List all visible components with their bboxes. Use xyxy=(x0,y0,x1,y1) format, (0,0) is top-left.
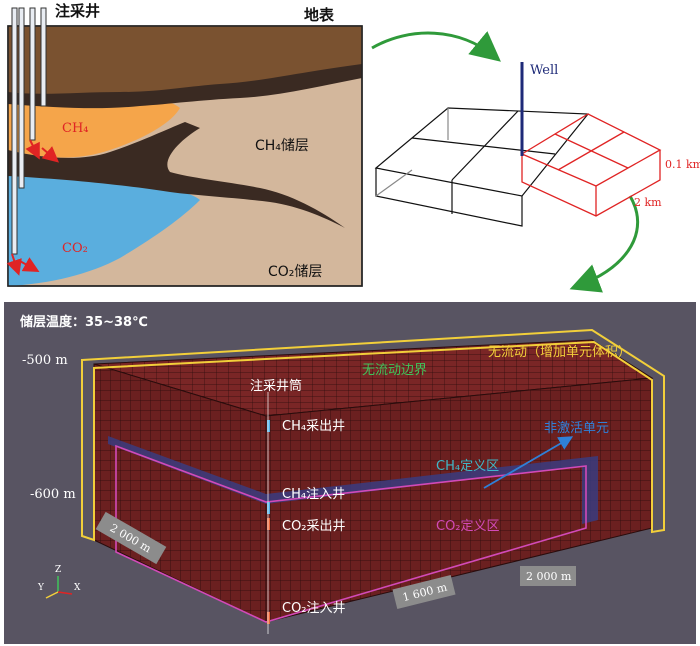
well-tube-2 xyxy=(18,7,25,189)
green-arrow-to-model xyxy=(569,195,640,293)
well-tube-3 xyxy=(29,7,36,141)
dim-left-box xyxy=(95,511,167,565)
panel-a-frame xyxy=(7,25,363,287)
panel-a-cross-section: 注采井 地表 CH₄ CO₂ CH₄储层 CO₂储层 xyxy=(6,2,363,287)
axis-y-label: Y xyxy=(37,583,45,593)
well-label: 注采井 xyxy=(55,2,100,20)
temperature-label: 储层温度：35~38℃ xyxy=(19,314,148,330)
inactive-cells-label: 非激活单元 xyxy=(544,421,609,436)
ch4-production-well-label: CH₄采出井 xyxy=(282,419,345,434)
no-flow-added-volume-label: 无流动（增加单元体积） xyxy=(488,345,631,360)
panel-c-reservoir-model: Z Y X 储层温度：35~38℃ -500 m -600 m 无流动边界 无流… xyxy=(4,302,696,644)
depth-top-label: -500 m xyxy=(22,353,68,368)
ch4-reservoir-label: CH₄储层 xyxy=(255,138,309,154)
height-dimension: 0.1 km xyxy=(665,158,700,171)
dim-right-label: 2 000 m xyxy=(526,570,572,583)
width-dimension: 2 km xyxy=(634,196,662,209)
ch4-zone-label: CH₄定义区 xyxy=(436,459,499,474)
co2-injection-well-label: CO₂注入井 xyxy=(282,601,346,616)
ch4-injection-well-label: CH₄注入井 xyxy=(282,487,345,502)
well-tubes xyxy=(11,7,47,255)
grid-top-face xyxy=(374,107,590,197)
ch4-label: CH₄ xyxy=(62,121,89,136)
grid-mid-line-2 xyxy=(451,110,519,181)
inactive-cells-arrow xyxy=(483,436,574,489)
co2-production-well-label: CO₂采出井 xyxy=(282,519,346,534)
ch4-gas-zone xyxy=(8,95,180,158)
axis-triad: Z Y X xyxy=(37,565,81,599)
cap-rock-band-upper xyxy=(8,64,362,109)
wellbore-label: 注采井筒 xyxy=(250,378,302,394)
depth-mid-label: -600 m xyxy=(30,487,76,502)
co2-reservoir-label: CO₂储层 xyxy=(268,264,322,280)
ch4-flow-arrow-1 xyxy=(25,139,40,160)
well-tube-4 xyxy=(40,7,47,107)
no-flow-boundary-label: 无流动边界 xyxy=(362,363,427,378)
red-well-cell xyxy=(520,113,662,217)
dim-right-box xyxy=(520,566,576,586)
well-tube-1 xyxy=(11,7,18,255)
co2-flow-arrow-1 xyxy=(6,253,22,276)
dim-front-box xyxy=(392,575,456,609)
green-arrow-to-grid xyxy=(371,31,501,62)
axis-z-label: Z xyxy=(55,565,61,575)
co2-zone-label: CO₂定义区 xyxy=(436,519,500,534)
surface-label: 地表 xyxy=(304,6,335,24)
no-flow-boundary-outline xyxy=(81,328,665,542)
grid-hidden-bottom xyxy=(375,169,413,197)
axis-x-line xyxy=(57,591,73,595)
red-cell-top xyxy=(520,113,662,187)
grid-front-edges xyxy=(375,168,523,227)
co2-flow-arrow-2 xyxy=(17,257,40,272)
panel-b-grid-block: Well 0.1 km 2 km xyxy=(374,62,700,227)
grid-mid-line-1 xyxy=(411,137,556,155)
well-label-b: Well xyxy=(530,63,558,78)
axis-y-line xyxy=(45,591,59,599)
axis-x-label: X xyxy=(74,583,81,593)
ch4-flow-arrow-2 xyxy=(41,146,60,163)
co2-zone xyxy=(8,168,200,286)
co2-label: CO₂ xyxy=(62,241,88,256)
red-cell-mid-2 xyxy=(557,131,625,171)
cap-rock-band-middle xyxy=(8,122,345,228)
co2-zone-outline xyxy=(115,444,587,623)
